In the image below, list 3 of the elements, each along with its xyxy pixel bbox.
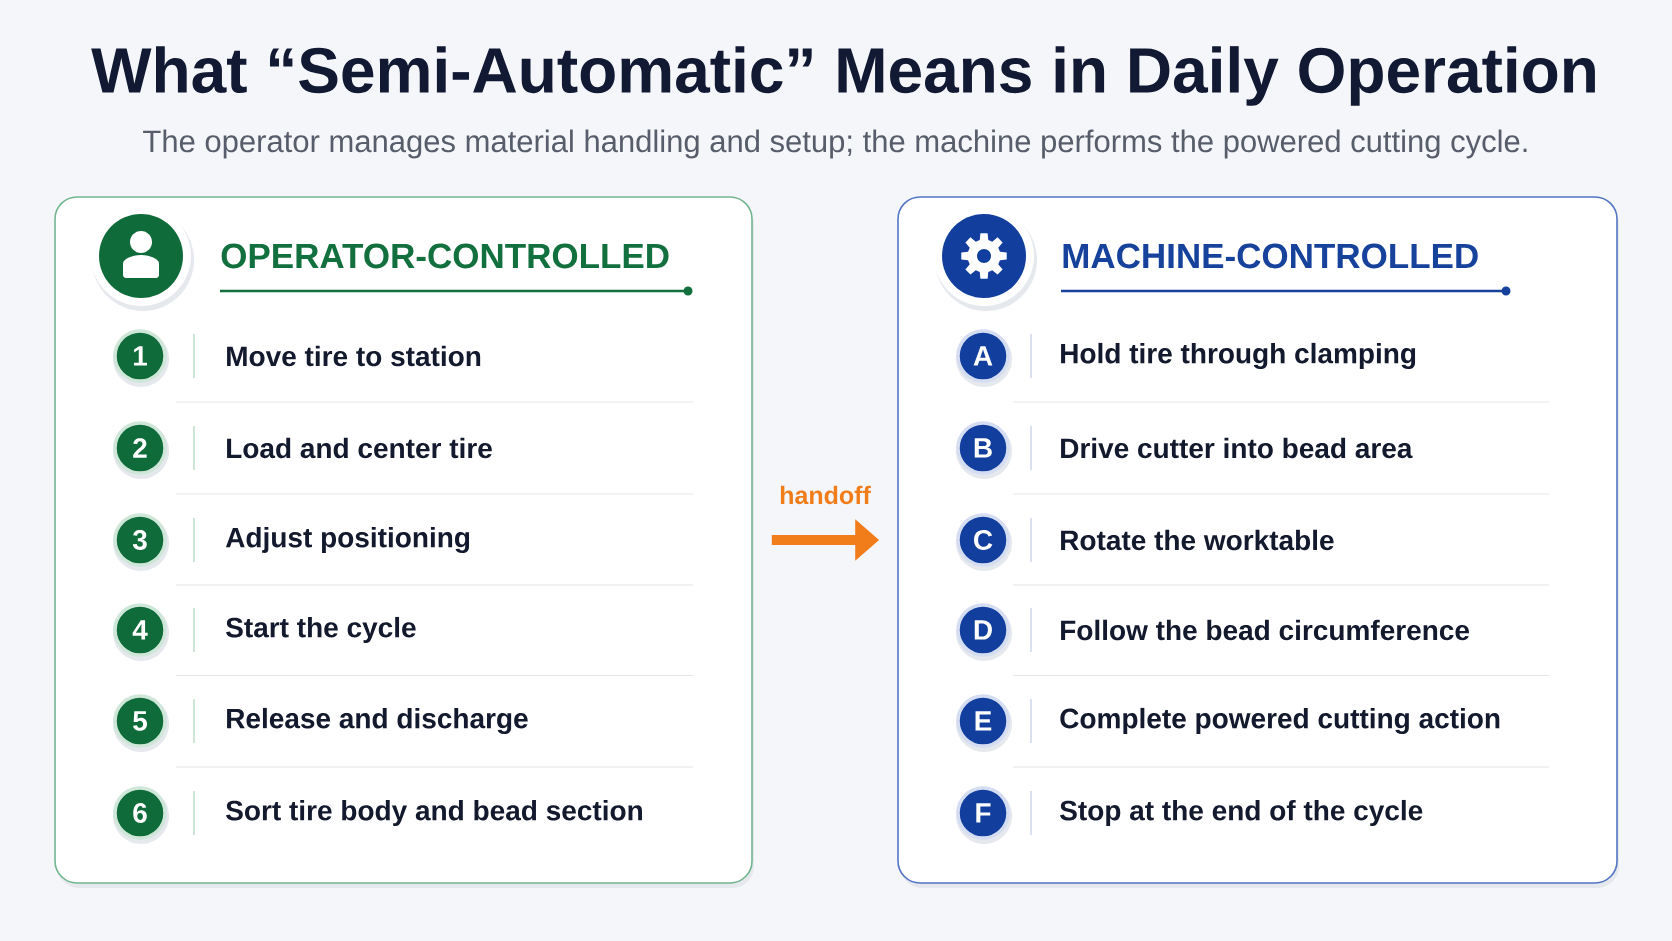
title: What “Semi-Automatic” Means in Daily Operation [91, 46, 1595, 106]
subtitle: The operator manages material handling and setup; the machine performs the powered cutting cycle. [143, 129, 1527, 159]
edge-label: handoff [777, 483, 873, 507]
